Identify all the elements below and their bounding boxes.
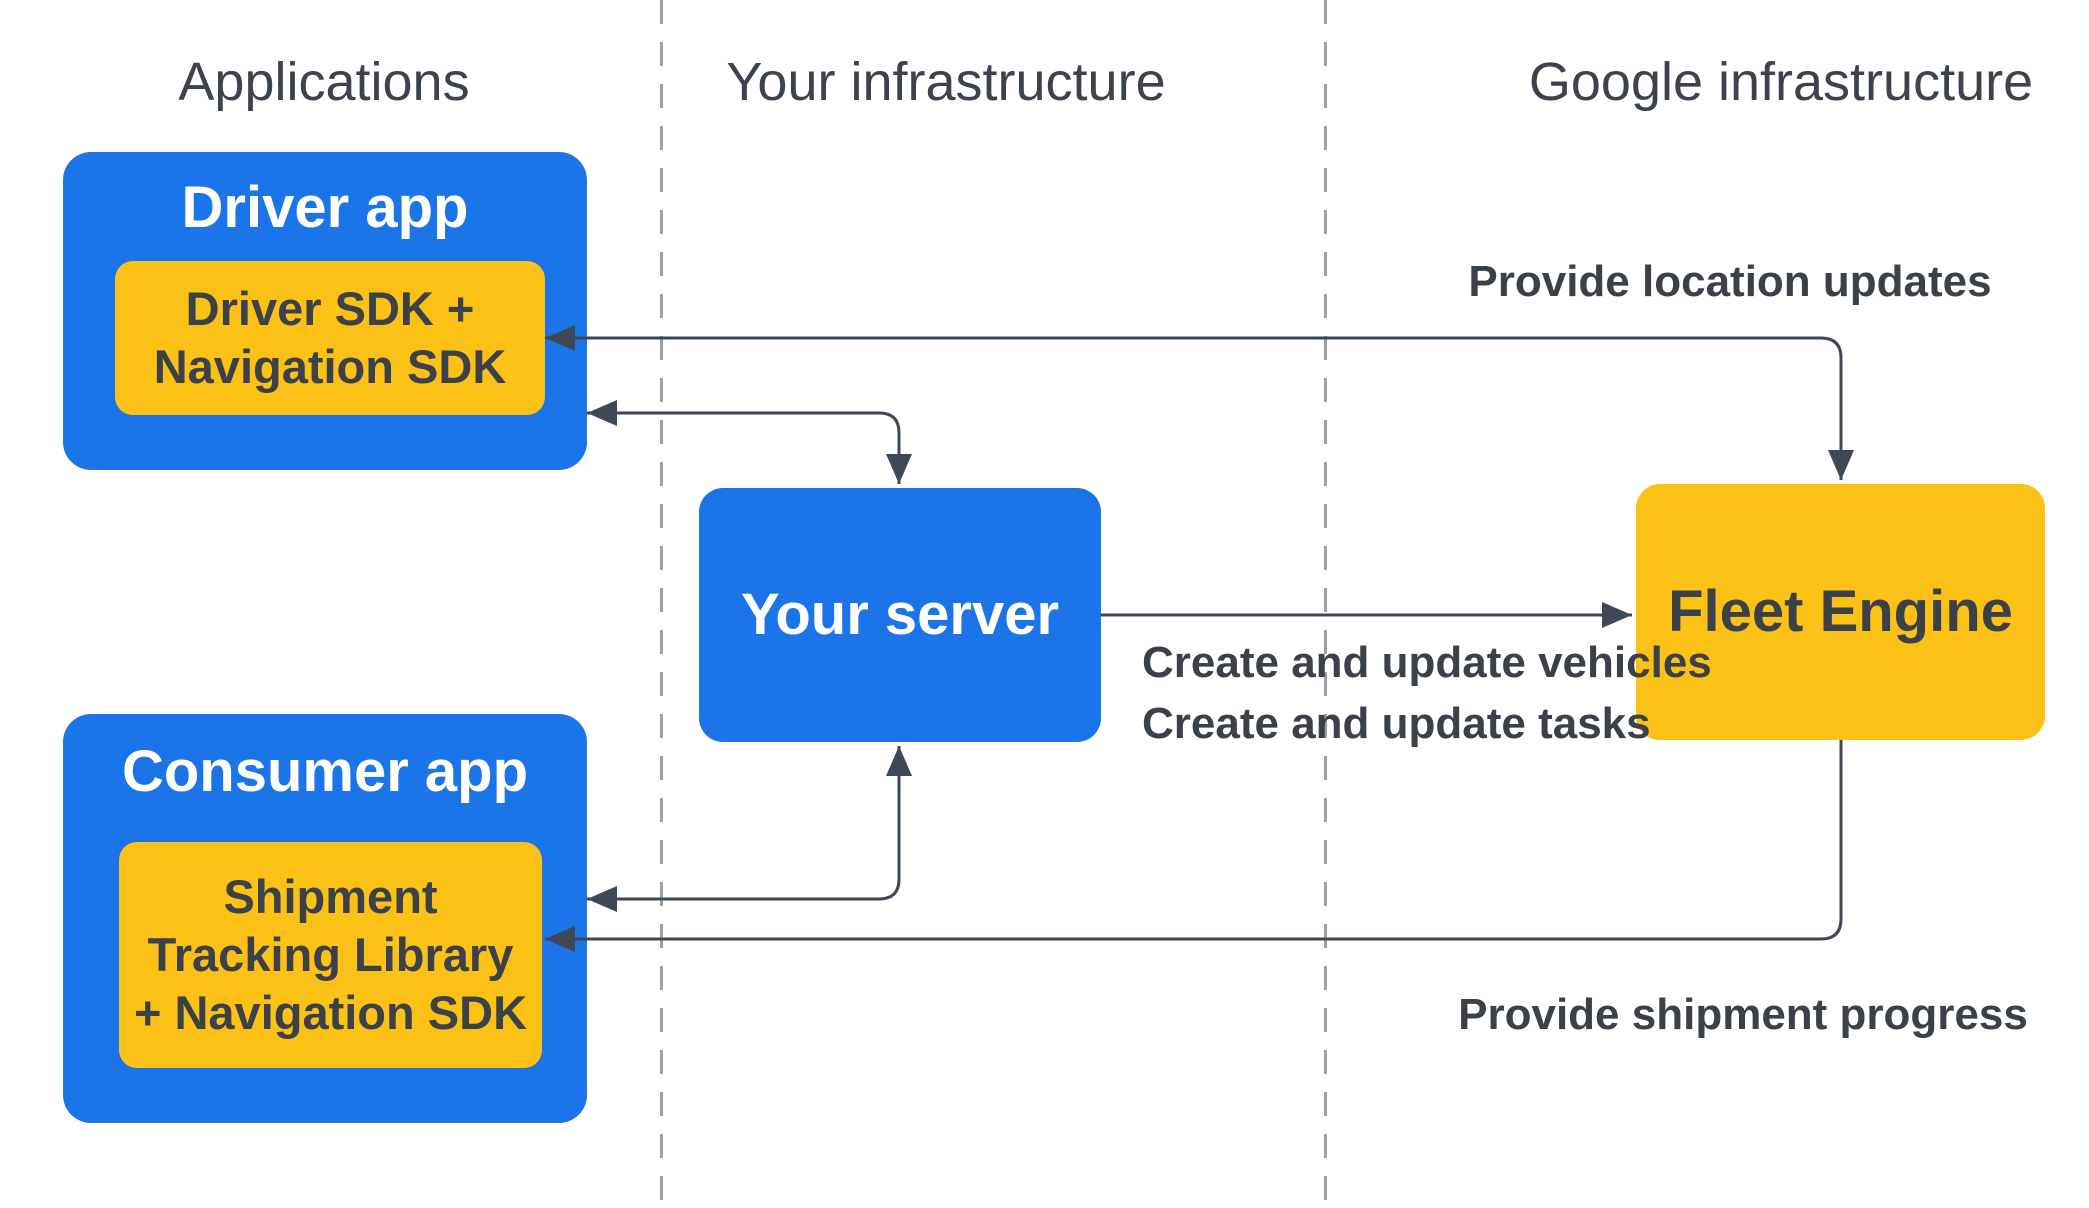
shipment-tracking-library-box: Shipment Tracking Library + Navigation S… xyxy=(119,842,542,1068)
shipment-tracking-line-1: Shipment xyxy=(223,870,438,923)
your-server-node: Your server xyxy=(699,488,1101,742)
your-server-title: Your server xyxy=(740,582,1060,647)
driver-sdk-line-2: Navigation SDK xyxy=(153,340,507,393)
shipment-tracking-line-3: + Navigation SDK xyxy=(133,986,528,1039)
shipment-tracking-line-2: Tracking Library xyxy=(147,928,514,981)
column-divider-1 xyxy=(660,0,663,1208)
driver-sdk-box: Driver SDK + Navigation SDK xyxy=(115,261,545,415)
fleet-engine-node: Fleet Engine xyxy=(1636,484,2045,740)
column-header-applications: Applications xyxy=(178,52,470,112)
edge-driver-app-your-server xyxy=(587,400,912,484)
column-header-your-infrastructure: Your infrastructure xyxy=(726,52,1166,112)
edge-label-create-and-update: Create and update vehicles Create and up… xyxy=(1142,632,1712,754)
edge-consumer-app-your-server xyxy=(587,746,912,912)
fleet-engine-title: Fleet Engine xyxy=(1668,579,2013,644)
column-divider-2 xyxy=(1324,0,1327,1208)
column-header-google-infrastructure: Google infrastructure xyxy=(1528,52,2034,112)
edge-fleet-engine-driver-sdk xyxy=(545,325,1854,480)
consumer-app-node: Consumer app Shipment Tracking Library +… xyxy=(63,714,587,1123)
edge-fleet-engine-shipment-tracking xyxy=(545,740,1843,952)
driver-app-node: Driver app Driver SDK + Navigation SDK xyxy=(63,152,587,470)
driver-sdk-line-1: Driver SDK + xyxy=(185,282,475,335)
edge-label-create-update-vehicles: Create and update vehicles xyxy=(1142,638,1712,687)
edge-label-provide-shipment-progress: Provide shipment progress xyxy=(1458,990,2028,1039)
edge-label-provide-location-updates: Provide location updates xyxy=(1468,257,1992,306)
consumer-app-title: Consumer app xyxy=(121,739,529,804)
edge-label-create-update-tasks: Create and update tasks xyxy=(1142,699,1651,748)
driver-app-title: Driver app xyxy=(181,175,469,240)
